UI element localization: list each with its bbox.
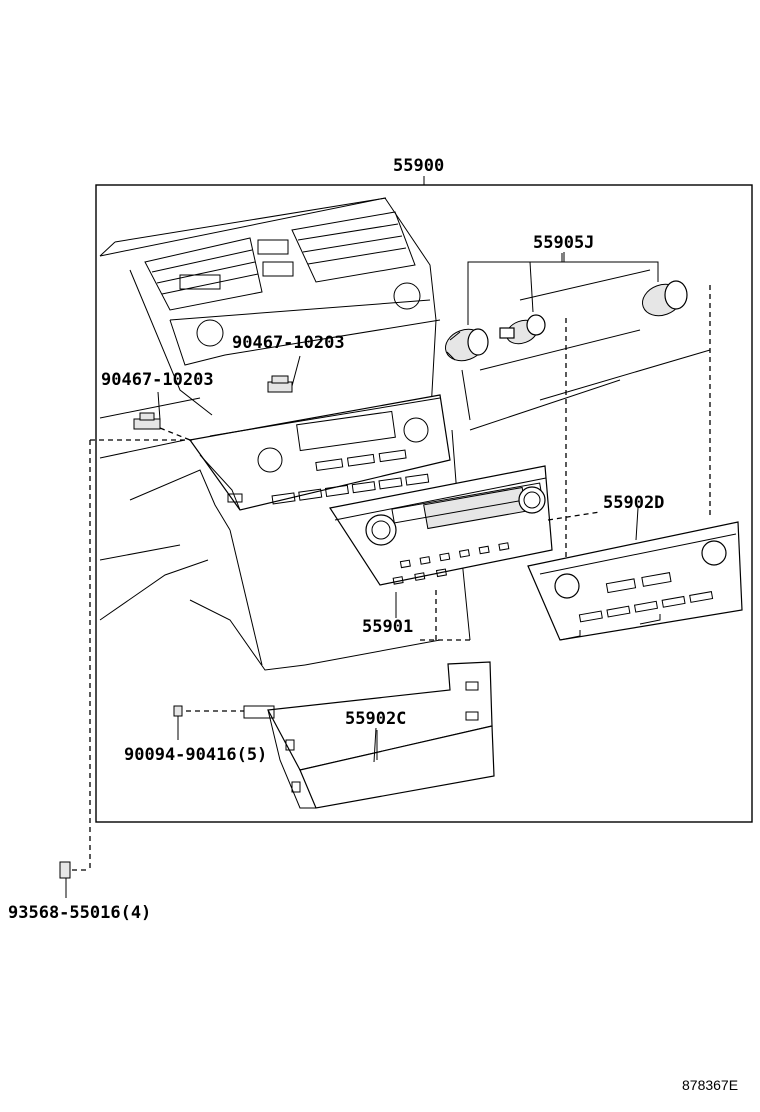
dashboard-outline bbox=[99, 197, 711, 671]
label-55905j: 55905J bbox=[533, 233, 594, 253]
clip-upper-part bbox=[267, 355, 301, 393]
label-55901: 55901 bbox=[362, 617, 413, 637]
knob-left bbox=[445, 328, 489, 362]
label-93568: 93568-55016(4) bbox=[8, 903, 151, 923]
knob-right bbox=[642, 280, 688, 317]
rear-panel-part bbox=[527, 507, 743, 641]
control-panel-part bbox=[329, 465, 601, 641]
label-90094: 90094-90416(5) bbox=[124, 745, 267, 765]
label-55900: 55900 bbox=[393, 156, 444, 176]
lower-panel-part bbox=[243, 661, 495, 809]
figure-id: 878367E bbox=[682, 1077, 738, 1093]
label-55902d: 55902D bbox=[603, 493, 664, 513]
screw-outer bbox=[59, 439, 192, 898]
installed-control-unit bbox=[188, 394, 451, 511]
label-55902c: 55902C bbox=[345, 709, 406, 729]
knob-middle bbox=[499, 314, 546, 345]
knob-leader bbox=[467, 253, 711, 560]
label-90467-upper: 90467-10203 bbox=[232, 333, 345, 353]
screw-inner bbox=[173, 705, 244, 740]
clip-left-part bbox=[133, 391, 191, 441]
label-90467-left: 90467-10203 bbox=[101, 370, 214, 390]
